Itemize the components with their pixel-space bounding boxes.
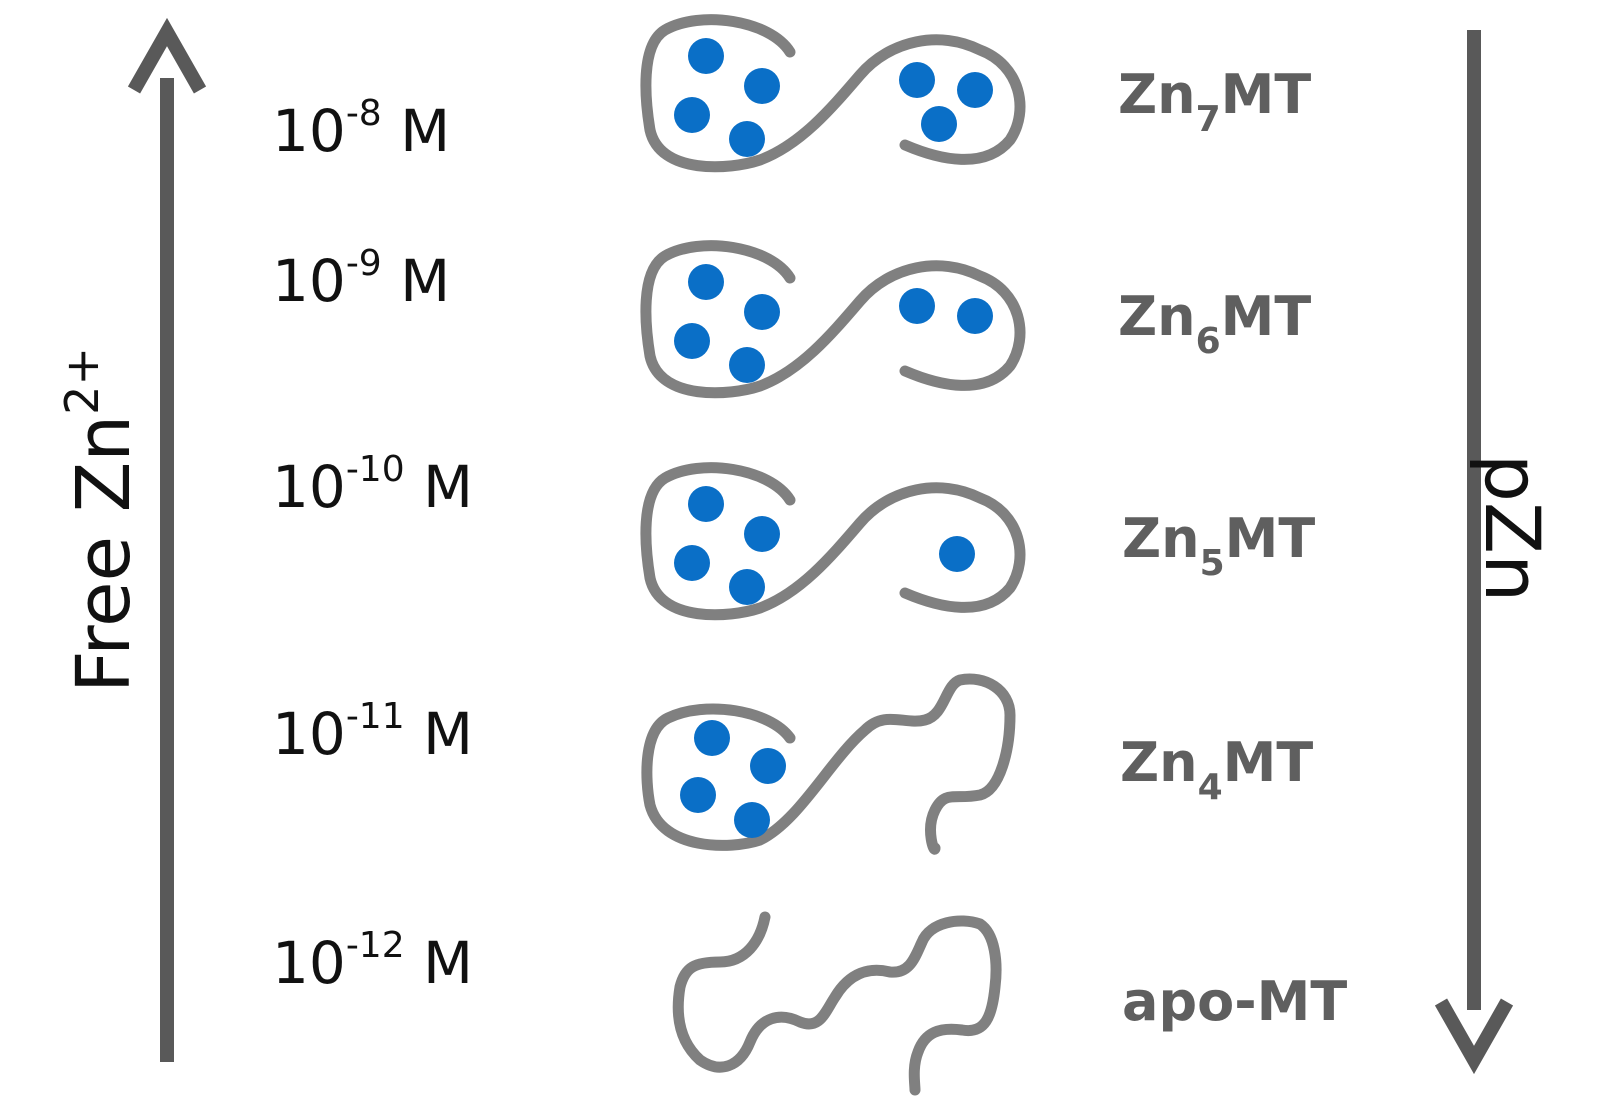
- zinc-ion: [729, 569, 765, 605]
- zinc-ion: [688, 38, 724, 74]
- conc-unit: M: [404, 700, 474, 768]
- conc-exp: -9: [345, 243, 382, 284]
- species-sub: 4: [1197, 767, 1223, 808]
- protein-chain: [672, 911, 1002, 1096]
- conc-base: 10: [272, 97, 346, 165]
- conc-unit: M: [404, 453, 474, 521]
- conc-base: 10: [272, 453, 346, 521]
- species-label-zn5mt: Zn5MT: [1122, 512, 1315, 582]
- zinc-ion: [688, 264, 724, 300]
- concentration-label-row-1: 10-8 M: [272, 96, 450, 161]
- species-sub: 5: [1199, 543, 1225, 584]
- zinc-ion: [674, 323, 710, 359]
- species-label-zn7mt: Zn7MT: [1118, 68, 1311, 138]
- conc-unit: M: [381, 247, 451, 315]
- species-prefix: Zn: [1120, 731, 1198, 794]
- concentration-label-row-2: 10-9 M: [272, 246, 450, 311]
- zn4mt-protein-figure: [641, 673, 1016, 855]
- zinc-ion: [750, 748, 786, 784]
- free-zn-label-sup: 2+: [55, 347, 109, 415]
- zinc-ion: [694, 720, 730, 756]
- conc-unit: M: [381, 97, 451, 165]
- apo-mt-protein-figure: [672, 911, 1002, 1096]
- conc-base: 10: [272, 700, 346, 768]
- zinc-ion: [734, 802, 770, 838]
- zinc-ion: [899, 62, 935, 98]
- pzn-down-arrow: [1434, 30, 1514, 1075]
- zinc-ion: [744, 294, 780, 330]
- concentration-label-row-5: 10-12 M: [272, 928, 473, 993]
- species-suffix: MT: [1220, 63, 1312, 126]
- zinc-ion: [729, 347, 765, 383]
- zinc-ion: [744, 68, 780, 104]
- species-prefix: apo-MT: [1122, 970, 1348, 1033]
- zinc-ion: [744, 516, 780, 552]
- zinc-ion: [899, 288, 935, 324]
- zinc-ion: [939, 536, 975, 572]
- zinc-ion: [957, 298, 993, 334]
- zn6mt-protein-figure: [640, 240, 1026, 399]
- conc-exp: -8: [345, 93, 382, 134]
- zinc-ion: [921, 106, 957, 142]
- zn5mt-protein-figure: [640, 462, 1026, 621]
- species-suffix: MT: [1220, 285, 1312, 348]
- zn7mt-protein-figure: [640, 14, 1026, 173]
- species-prefix: Zn: [1118, 285, 1196, 348]
- concentration-label-row-4: 10-11 M: [272, 699, 473, 764]
- species-label-apo-mt: apo-MT: [1122, 975, 1347, 1029]
- conc-unit: M: [404, 929, 474, 997]
- species-sub: 6: [1195, 321, 1221, 362]
- species-label-zn4mt: Zn4MT: [1120, 736, 1313, 806]
- conc-exp: -11: [345, 696, 405, 737]
- conc-base: 10: [272, 929, 346, 997]
- species-label-zn6mt: Zn6MT: [1118, 290, 1311, 360]
- free-zn-label-main: Free Zn: [61, 414, 147, 693]
- protein-chain: [641, 673, 1016, 855]
- free-zn-axis-label: Free Zn2+: [55, 347, 147, 693]
- zinc-ion: [729, 121, 765, 157]
- species-prefix: Zn: [1122, 507, 1200, 570]
- species-suffix: MT: [1222, 731, 1314, 794]
- protein-chain: [640, 240, 1026, 399]
- free-zn-up-arrow: [127, 17, 207, 1062]
- zinc-ion: [688, 486, 724, 522]
- zinc-ion: [674, 545, 710, 581]
- protein-chain: [640, 462, 1026, 621]
- species-sub: 7: [1195, 99, 1221, 140]
- species-suffix: MT: [1224, 507, 1316, 570]
- zinc-ion: [680, 777, 716, 813]
- zinc-ion: [674, 97, 710, 133]
- conc-base: 10: [272, 247, 346, 315]
- conc-exp: -10: [345, 449, 405, 490]
- conc-exp: -12: [345, 925, 405, 966]
- species-prefix: Zn: [1118, 63, 1196, 126]
- zinc-ion: [957, 72, 993, 108]
- pzn-axis-label: pZn: [1468, 453, 1557, 603]
- protein-chain: [640, 14, 1026, 173]
- concentration-label-row-3: 10-10 M: [272, 452, 473, 517]
